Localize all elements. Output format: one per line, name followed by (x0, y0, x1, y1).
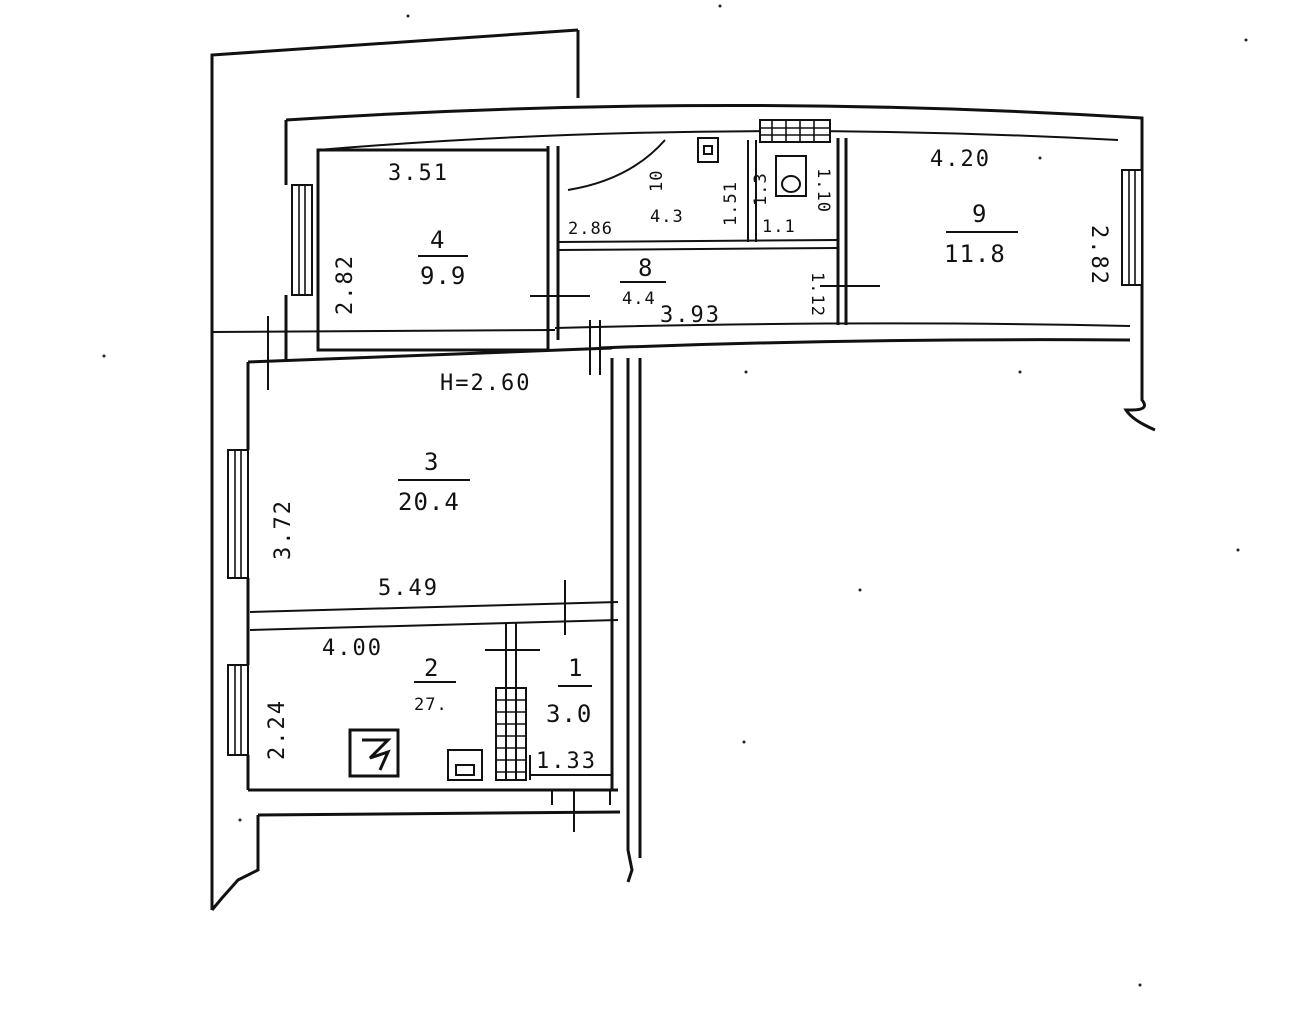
wc-number: 1.3 (751, 172, 771, 206)
dim-room9-depth: 2.82 (1086, 225, 1111, 286)
bath-number: 10 (647, 170, 667, 192)
window-top-balcony (759, 119, 831, 143)
room-number: 3 (424, 448, 439, 476)
partitions (249, 138, 880, 832)
room-area: 3.0 (546, 700, 592, 728)
window-room4 (291, 184, 313, 296)
dim-wc-depth: 1.10 (813, 168, 833, 213)
room-number: 1 (568, 654, 583, 682)
kitchen-sink-icon (447, 749, 483, 781)
window-room9 (1121, 169, 1143, 286)
room-area: 20.4 (398, 488, 460, 516)
scan-specks (102, 4, 1248, 987)
room-area: 4.4 (622, 289, 656, 309)
outer-walls (210, 28, 1156, 911)
dim-room9-width: 4.20 (930, 147, 991, 172)
ceiling-height: H=2.60 (440, 371, 531, 396)
fixtures (348, 137, 807, 781)
dim-room2-width: 4.00 (322, 636, 383, 661)
dimension-labels: 3.51 2.82 4.20 2.82 2.86 1.51 1.10 3.93 … (265, 147, 1111, 774)
dim-room3-depth: 3.72 (271, 499, 296, 560)
door-swing-arc (567, 139, 666, 191)
room-area: 27. (414, 695, 448, 715)
room-labels: 4 9.9 10 4.3 1.3 1.1 8 4.4 9 11.8 3 20.4… (398, 170, 1018, 728)
dim-room4-width: 3.51 (388, 161, 449, 186)
wc-area: 1.1 (762, 217, 796, 237)
dim-bath-depth: 1.51 (721, 181, 741, 226)
windows (227, 119, 1143, 756)
dim-room2-depth: 2.24 (265, 699, 290, 760)
window-room3 (227, 449, 249, 579)
sink-icon (697, 137, 719, 163)
room-number: 4 (430, 226, 445, 254)
bath-area: 4.3 (650, 207, 684, 227)
room-number: 8 (638, 254, 653, 282)
dim-room1-width: 1.33 (536, 749, 597, 774)
dim-room4-depth: 2.82 (333, 254, 358, 315)
dim-room3-width: 5.49 (378, 576, 439, 601)
room-area: 9.9 (420, 262, 466, 290)
dim-hall-width: 3.93 (660, 303, 721, 328)
room-number: 9 (972, 200, 987, 228)
dim-bath-width: 2.86 (568, 219, 613, 239)
window-room2 (227, 664, 249, 756)
dim-hall-depth: 1.12 (807, 272, 827, 317)
room-number: 2 (424, 654, 439, 682)
room-area: 11.8 (944, 240, 1006, 268)
vent-shaft-icon (495, 687, 527, 781)
toilet-icon (775, 155, 807, 197)
